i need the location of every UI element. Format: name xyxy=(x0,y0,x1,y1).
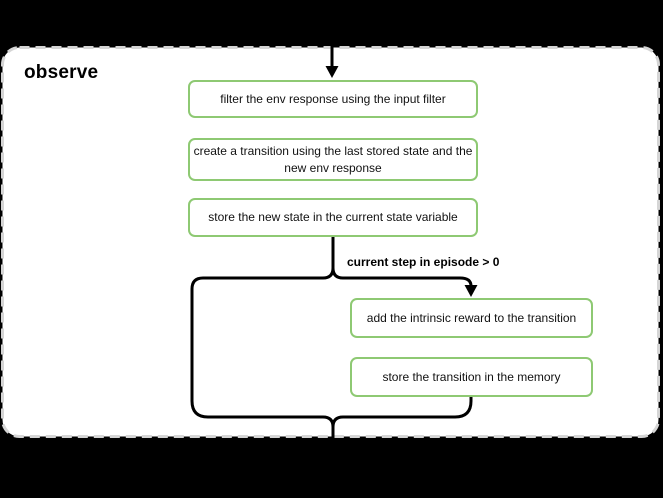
step-store-new-state: store the new state in the current state… xyxy=(188,198,478,237)
step-create-transition: create a transition using the last store… xyxy=(188,138,478,181)
step-store-transition-memory: store the transition in the memory xyxy=(350,357,593,397)
step-add-intrinsic-reward: add the intrinsic reward to the transiti… xyxy=(350,298,593,338)
step-label: add the intrinsic reward to the transiti… xyxy=(366,310,577,325)
step-label: store the new state in the current state… xyxy=(208,210,458,225)
group-title: observe xyxy=(24,62,99,83)
connector-right-branch xyxy=(331,267,473,287)
step-label: filter the env response using the input … xyxy=(220,91,446,106)
arrow-down-icon xyxy=(325,66,339,78)
step-label: store the transition in the memory xyxy=(382,369,561,384)
step-filter-env-response: filter the env response using the input … xyxy=(188,80,478,118)
step-label: create a transition using the last store… xyxy=(193,144,473,175)
connector-left-branch xyxy=(190,237,335,438)
branch-condition-label: current step in episode > 0 xyxy=(347,255,500,269)
connector-merge-from-memory xyxy=(331,397,473,428)
arrow-down-icon xyxy=(464,285,478,297)
